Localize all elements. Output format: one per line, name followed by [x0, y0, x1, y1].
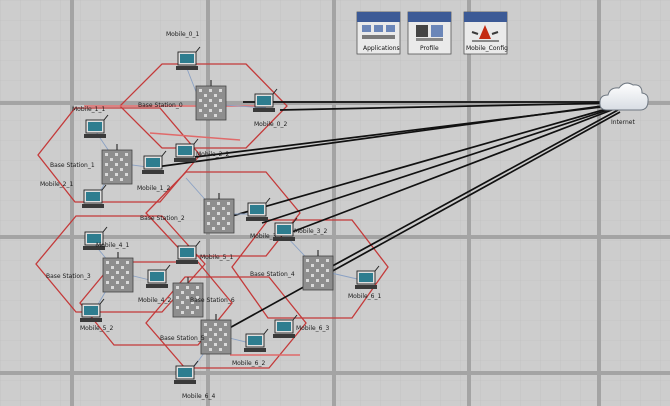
base-station-3[interactable]: Base Station_3: [46, 252, 134, 293]
application-config-icon: [362, 25, 395, 39]
terminal-label: Mobile_3_1: [250, 233, 283, 240]
mobile-terminal-icon: [80, 298, 105, 322]
base-station-icon: [102, 252, 134, 293]
mobile-terminal-icon: [84, 114, 109, 138]
terminal-label: Mobile_5_1: [200, 254, 233, 261]
base-station-label: Base Station_1: [50, 162, 95, 169]
mobile-terminal-icon: [244, 328, 269, 352]
base-station-0[interactable]: Base Station_0: [138, 80, 227, 121]
base-station-label: Base Station_2: [140, 215, 185, 222]
wan-traces: [84, 105, 300, 356]
terminal-label: Mobile_1_1: [72, 106, 105, 113]
mobile-terminal-icon: [82, 184, 107, 208]
toolbar-label-application: Applications: [363, 45, 400, 52]
internet-label: Internet: [611, 119, 635, 126]
terminal-label: Mobile_6_1: [348, 293, 381, 300]
terminal-label: Mobile_3_2: [294, 228, 327, 235]
terminal-label: Mobile_2_1: [40, 181, 73, 188]
terminal-label: Mobile_4_1: [96, 242, 129, 249]
internet-cloud[interactable]: Internet: [599, 82, 649, 126]
base-station-label: Base Station_0: [138, 102, 183, 109]
cell-hexagon-0: [119, 63, 288, 149]
terminal-label: Mobile_2_2: [196, 151, 229, 158]
base-station-icon: [172, 277, 204, 318]
profile-config-icon: [416, 25, 443, 41]
mobile-config-icon: [471, 25, 499, 42]
mobile-terminal-1[interactable]: Mobile_0_2: [253, 88, 287, 128]
base-station-icon: [200, 314, 232, 355]
base-station-5[interactable]: Base Station_5: [160, 314, 232, 355]
terminal-label: Mobile_5_2: [80, 325, 113, 332]
mobile-terminal-4[interactable]: Mobile_2_1: [40, 181, 107, 208]
mobile-terminal-icon: [174, 360, 199, 384]
terminal-label: Mobile_6_4: [182, 393, 215, 400]
mobile-terminal-icon: [142, 150, 167, 174]
mobile-terminal-7[interactable]: Mobile_3_2: [273, 217, 327, 241]
base-station-1[interactable]: Base Station_1: [50, 144, 133, 185]
mobile-terminal-icon: [176, 240, 201, 264]
terminal-label: Mobile_1_2: [137, 185, 170, 192]
config-toolbar: Applications Profile Mobile_Config: [356, 11, 508, 55]
profile-config-button[interactable]: Profile: [407, 11, 452, 55]
base-station-icon: [203, 193, 235, 234]
base-station-4[interactable]: Base Station_4: [250, 250, 334, 291]
mobile-terminal-8[interactable]: Mobile_4_1: [83, 226, 129, 250]
base-station-2[interactable]: Base Station_2: [140, 193, 235, 234]
base-station-icon: [101, 144, 133, 185]
base-station-label: Base Station_5: [160, 335, 205, 342]
mobile-terminal-0[interactable]: Mobile_0_1: [166, 31, 201, 70]
mobile-terminal-13[interactable]: Mobile_6_2: [232, 328, 269, 367]
terminal-label: Mobile_6_3: [296, 325, 329, 332]
mobile-terminal-icon: [273, 314, 298, 338]
mobile-terminal-icon: [355, 265, 380, 289]
mobile-terminal-icon: [253, 88, 278, 112]
base-station-icon: [195, 80, 227, 121]
base-station-label: Base Station_4: [250, 271, 295, 278]
base-station-6[interactable]: Base Station_6: [172, 277, 235, 318]
toolbar-label-profile: Profile: [420, 45, 439, 52]
terminal-label: Mobile_0_1: [166, 31, 199, 38]
cell-hexagon-1: [37, 107, 201, 203]
terminal-label: Mobile_6_2: [232, 360, 265, 367]
base-station-label: Base Station_6: [190, 297, 235, 304]
base-station-icon: [302, 250, 334, 291]
terminal-label: Mobile_4_2: [138, 297, 171, 304]
mobile-terminal-icon: [146, 264, 171, 288]
terminal-label: Mobile_0_2: [254, 121, 287, 128]
mobile-terminal-icon: [83, 226, 108, 250]
mobile-terminal-icon: [176, 46, 201, 70]
cell-hexagon-3: [35, 215, 206, 313]
mobile-terminal-2[interactable]: Mobile_1_1: [72, 106, 109, 138]
toolbar-label-mobile-config: Mobile_Config: [466, 45, 508, 52]
base-station-label: Base Station_3: [46, 273, 91, 280]
mobile-terminal-icon: [273, 217, 298, 241]
internet-cloud-icon: [599, 82, 649, 111]
mobile-terminal-3[interactable]: Mobile_1_2: [137, 150, 170, 192]
mobile-config-button[interactable]: Mobile_Config: [463, 11, 508, 55]
application-config-button[interactable]: Applications: [356, 11, 401, 55]
mobile-terminal-icon: [174, 138, 199, 162]
mobile-terminal-12[interactable]: Mobile_6_1: [348, 265, 381, 300]
mobile-terminal-6[interactable]: Mobile_3_1: [246, 197, 283, 240]
mobile-terminal-icon: [246, 197, 271, 221]
mobile-terminal-9[interactable]: Mobile_4_2: [138, 264, 171, 304]
mobile-terminal-15[interactable]: Mobile_6_4: [174, 360, 215, 400]
mobile-terminal-11[interactable]: Mobile_5_2: [80, 298, 113, 332]
mobile-terminal-5[interactable]: Mobile_2_2: [174, 138, 229, 162]
mobile-terminal-14[interactable]: Mobile_6_3: [273, 314, 329, 338]
mobile-terminal-10[interactable]: Mobile_5_1: [176, 240, 233, 264]
internet-links: [155, 101, 621, 332]
